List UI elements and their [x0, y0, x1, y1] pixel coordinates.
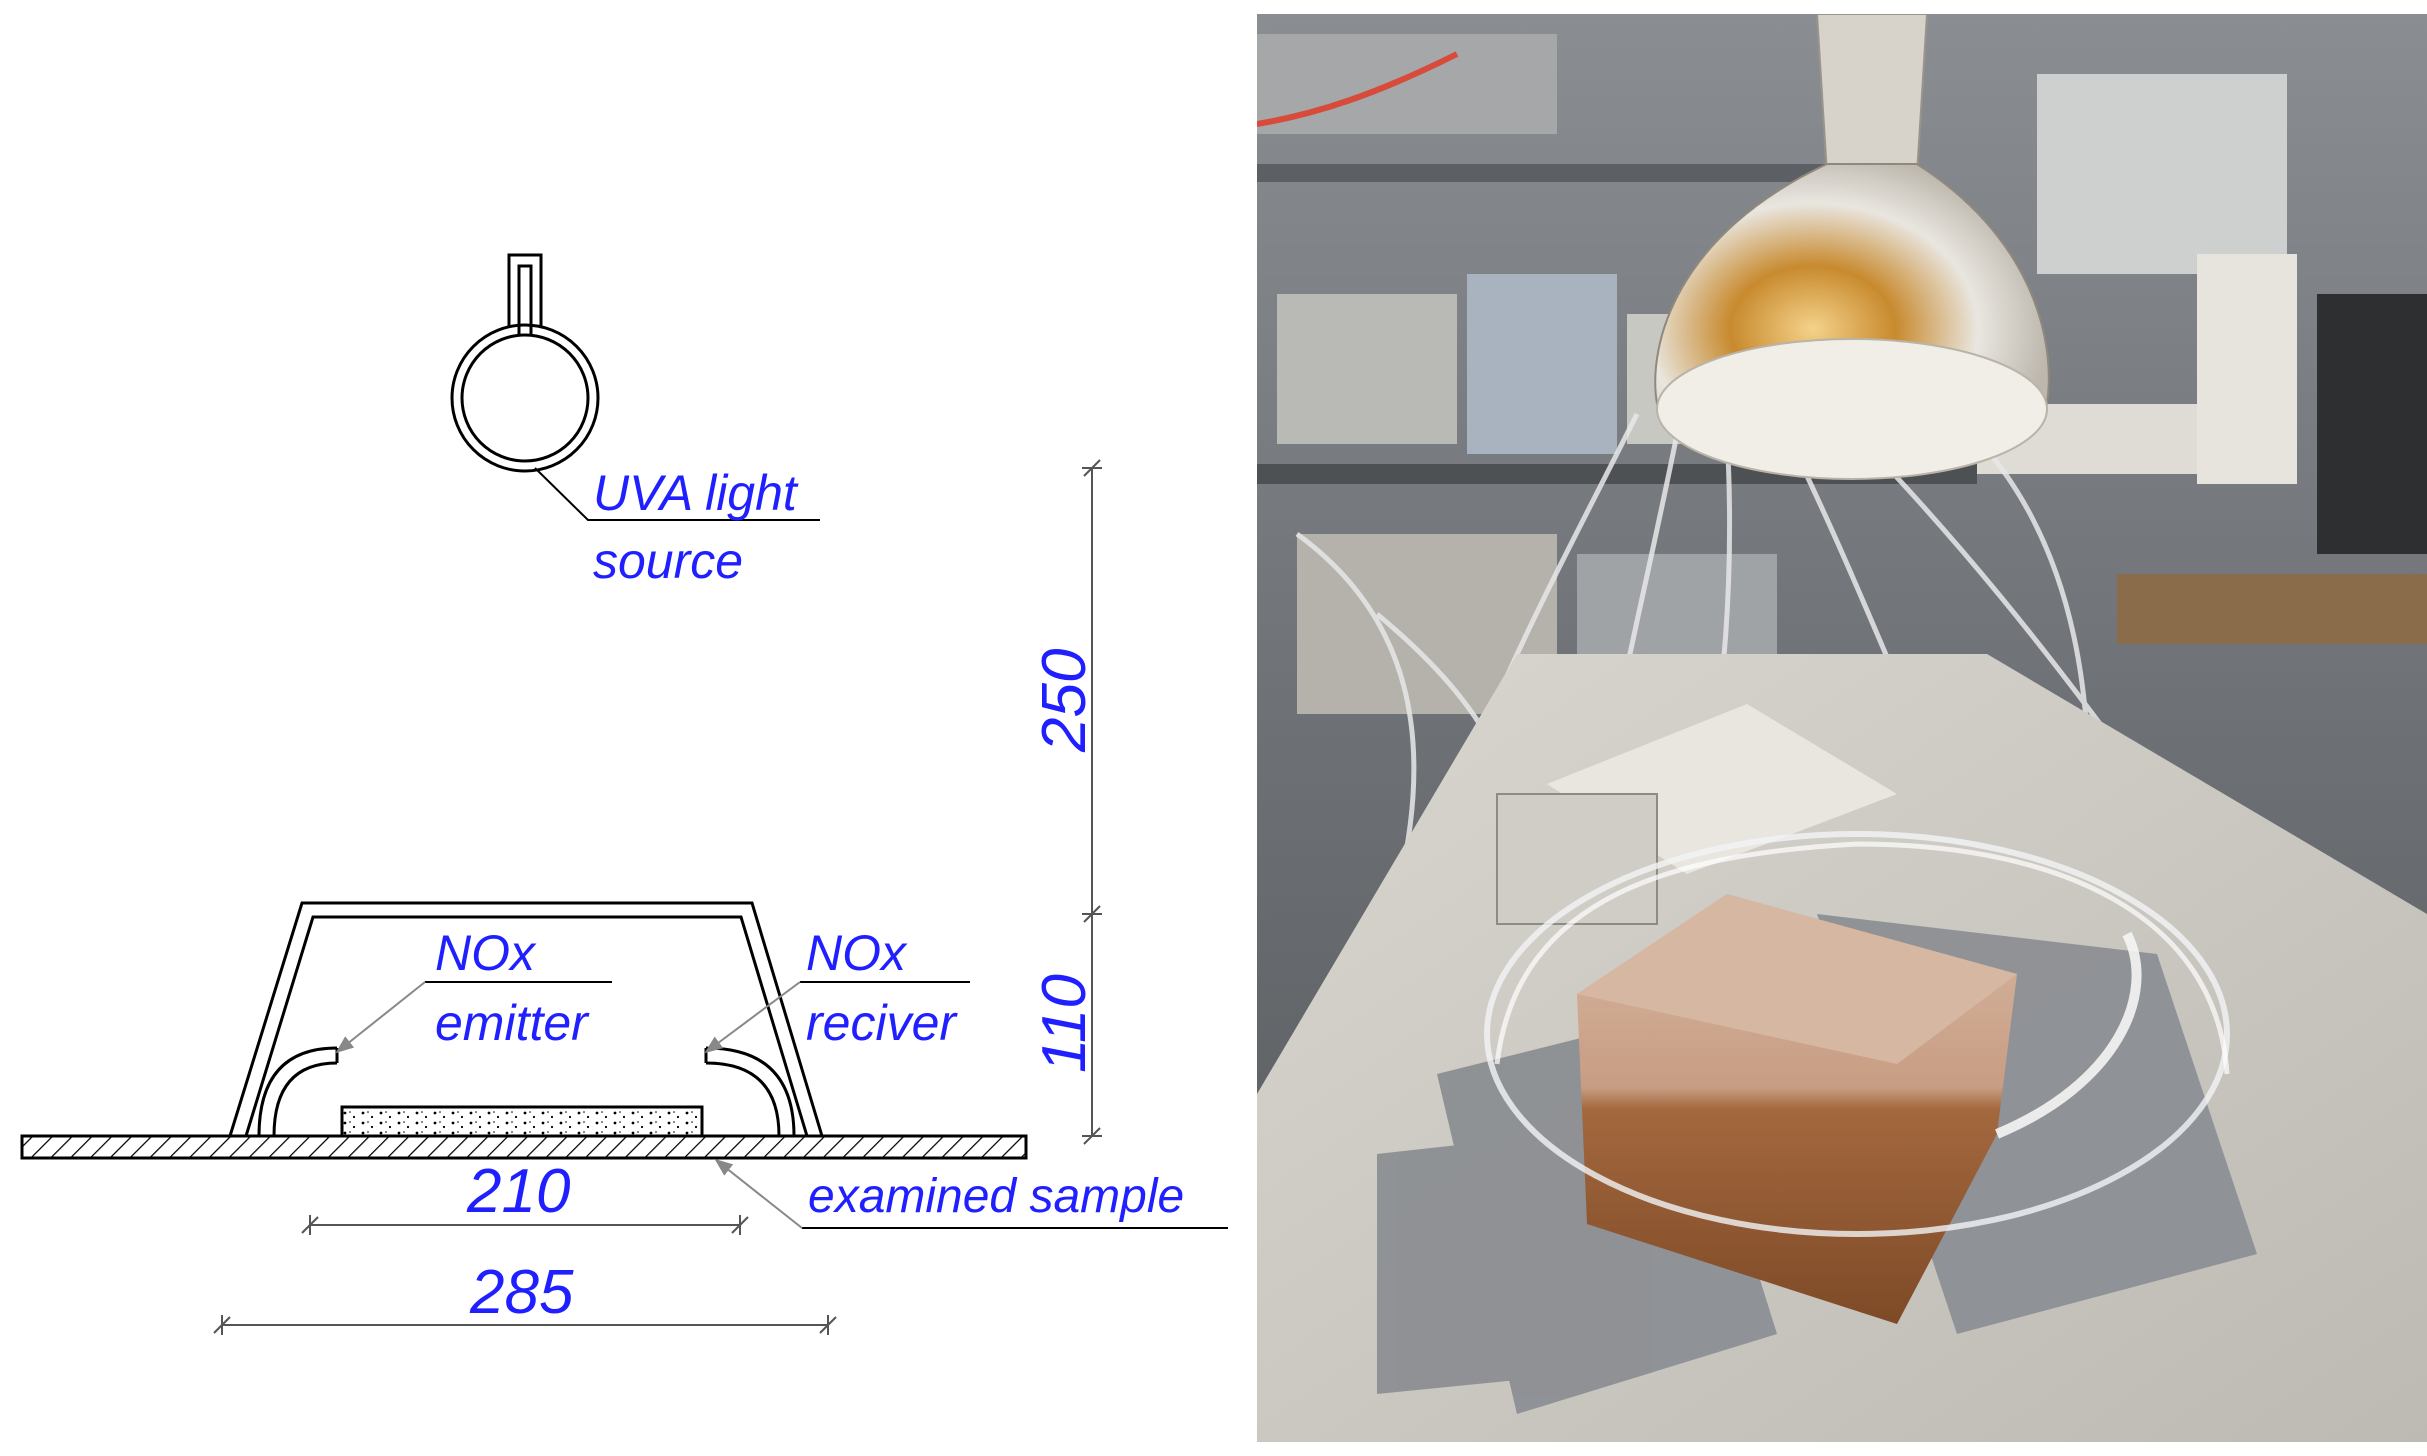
emitter-tube — [257, 1046, 339, 1137]
uva-bulb-icon — [450, 253, 600, 473]
vertical-dimension — [1082, 459, 1102, 1145]
dimension-210: 210 — [466, 1157, 570, 1226]
receiver-label-line2: reciver — [806, 995, 958, 1051]
sample-block — [340, 1105, 704, 1138]
receiver-leader — [704, 981, 970, 1054]
emitter-leader — [335, 981, 612, 1054]
light-source-leader — [534, 467, 820, 521]
uva-lamp-icon — [1654, 14, 2050, 480]
sample-label: examined sample — [808, 1170, 1184, 1223]
base-plate — [20, 1134, 1028, 1160]
schematic-diagram: UVA light source NOx emitter NOx reciver — [20, 253, 1228, 1335]
receiver-tube — [704, 1046, 796, 1137]
sample-leader — [714, 1158, 1228, 1229]
lab-equipment-background — [1257, 34, 2427, 714]
dimension-outer-width — [213, 1315, 837, 1335]
bell-jar-outline — [228, 901, 824, 1137]
dimension-285: 285 — [469, 1258, 574, 1327]
light-source-label-line1: UVA light — [593, 465, 799, 521]
dimension-110: 110 — [1030, 974, 1099, 1073]
dimension-inner-width — [301, 1215, 749, 1235]
red-cable — [1257, 51, 1459, 127]
brick-sample — [1577, 894, 2017, 1324]
light-source-label-line2: source — [593, 533, 743, 589]
glass-bell-jar — [1484, 831, 2230, 1237]
lab-photo — [1257, 14, 2427, 1442]
receiver-label-line1: NOx — [806, 925, 908, 981]
emitter-label-line2: emitter — [435, 995, 590, 1051]
emitter-label-line1: NOx — [435, 925, 537, 981]
dimension-250: 250 — [1030, 649, 1099, 753]
